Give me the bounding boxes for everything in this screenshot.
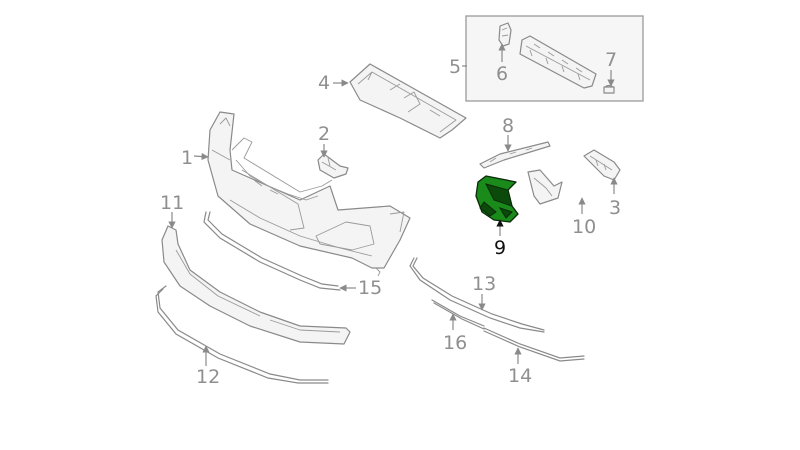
part-6-clip[interactable]: [498, 22, 512, 47]
part-4-upper-shield[interactable]: [349, 63, 467, 139]
callout-13: 13: [472, 273, 496, 295]
part-7-fastener[interactable]: [603, 84, 615, 94]
callout-15: 15: [358, 277, 382, 299]
part-9-highlighted[interactable]: [475, 175, 519, 223]
callout-5: 5: [449, 56, 461, 78]
callout-6: 6: [496, 63, 508, 85]
part-12-bottom-strip[interactable]: [155, 285, 329, 384]
part-13-trim-strip[interactable]: [409, 257, 545, 333]
part-10-bracket[interactable]: [527, 169, 563, 205]
callout-12: 12: [196, 366, 220, 388]
part-3-bracket[interactable]: [583, 149, 621, 181]
part-11-lower-lip[interactable]: [161, 225, 351, 345]
callout-3: 3: [609, 197, 621, 219]
inset-detail-box: [465, 15, 644, 102]
callout-4: 4: [318, 72, 330, 94]
part-2-bracket[interactable]: [317, 153, 349, 179]
callout-1: 1: [181, 147, 193, 169]
part-14-lower-trim[interactable]: [483, 327, 585, 362]
part-15-lower-trim[interactable]: [203, 211, 341, 291]
callout-11: 11: [160, 192, 184, 214]
part-1-bumper-fascia[interactable]: [207, 111, 411, 277]
part-16-lower-trim[interactable]: [431, 299, 485, 330]
callout-2: 2: [318, 123, 330, 145]
callout-16: 16: [443, 332, 467, 354]
leader-lines: [168, 43, 618, 366]
part-5-bracket[interactable]: [519, 35, 597, 89]
callout-7: 7: [605, 49, 617, 71]
callout-14: 14: [508, 365, 532, 387]
callout-9: 9: [494, 237, 506, 259]
callout-10: 10: [572, 216, 596, 238]
callout-8: 8: [502, 115, 514, 137]
part-8-trim-strip[interactable]: [479, 141, 551, 169]
